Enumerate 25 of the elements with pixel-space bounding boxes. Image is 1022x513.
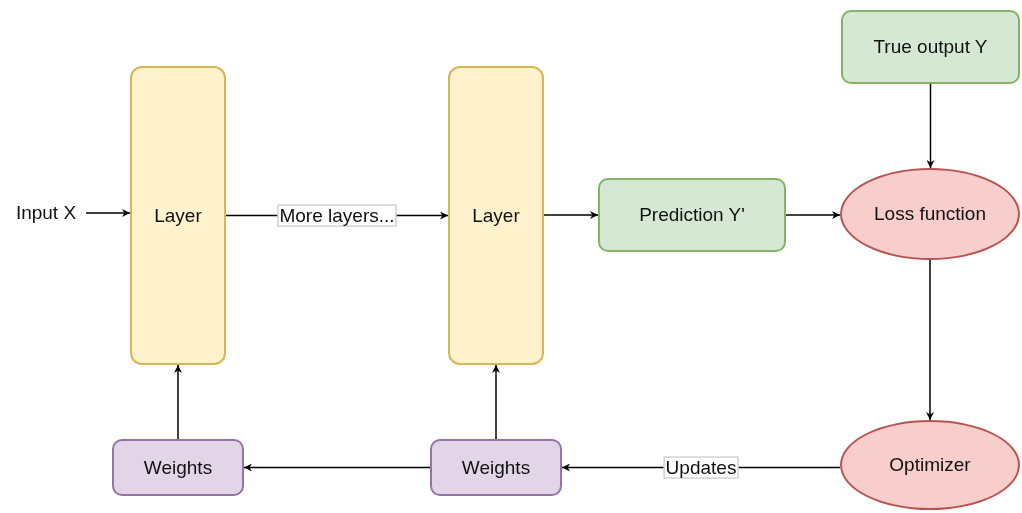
arrow	[543, 211, 599, 219]
node-label: Layer	[472, 204, 520, 227]
output-box	[841, 10, 1020, 84]
arrow	[492, 364, 500, 440]
output-box	[598, 178, 786, 252]
node-label: Loss function	[874, 203, 986, 225]
arrow	[785, 211, 841, 219]
weights-box	[430, 439, 562, 496]
weights-box	[112, 439, 244, 496]
node-label: True output Y	[873, 36, 988, 58]
node-label: Layer	[154, 204, 202, 227]
node-label: Weights	[143, 456, 213, 479]
arrow	[926, 83, 935, 169]
input-label: Input X	[15, 202, 77, 224]
edge-label: Updates	[663, 456, 739, 479]
node-label: Weights	[461, 456, 531, 479]
node-label: Optimizer	[889, 454, 971, 476]
layer-box	[448, 66, 544, 365]
edge-label: More layers...	[277, 204, 397, 227]
node-label: Prediction Y'	[639, 204, 745, 226]
arrow	[926, 259, 934, 421]
layer-box	[130, 66, 226, 365]
arrow	[174, 364, 182, 440]
arrow	[243, 463, 431, 472]
arrow	[85, 209, 131, 217]
